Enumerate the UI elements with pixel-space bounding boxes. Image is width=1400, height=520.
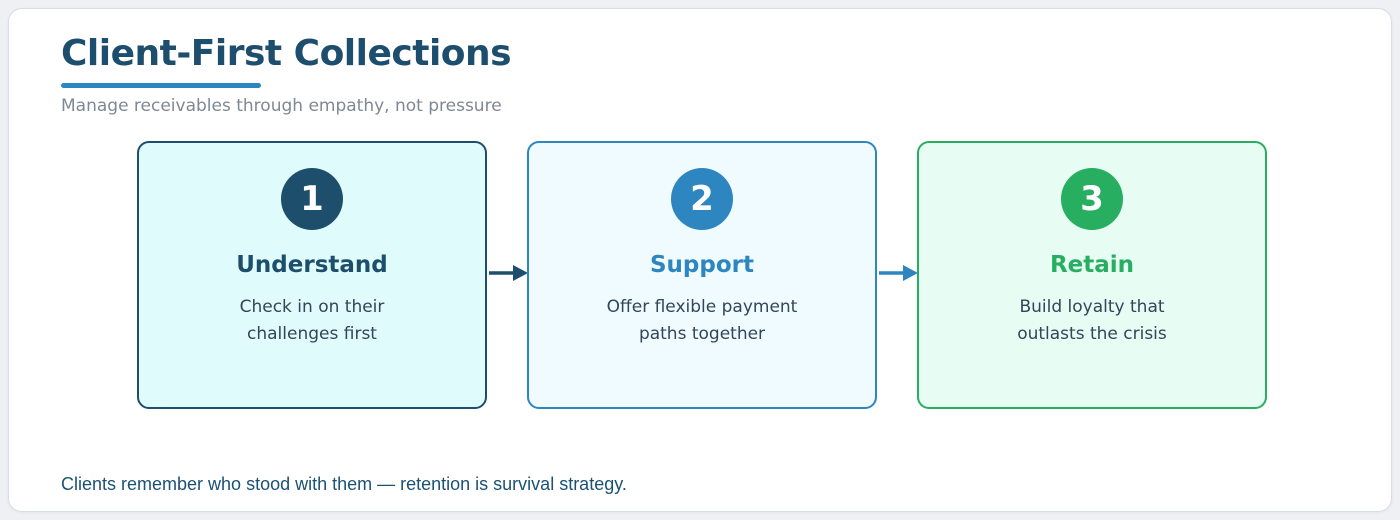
step-title: Understand bbox=[236, 252, 388, 278]
step-number: 1 bbox=[300, 179, 324, 219]
page-title: Client-First Collections bbox=[61, 33, 512, 74]
step-title: Support bbox=[649, 252, 754, 278]
page-subtitle: Manage receivables through empathy, not … bbox=[61, 96, 502, 116]
step-description-line1: Check in on their bbox=[239, 297, 385, 317]
step-description: Build loyalty that outlasts the crisis bbox=[919, 294, 1265, 348]
step-number-badge: 1 bbox=[281, 168, 343, 230]
title-underline bbox=[61, 83, 261, 88]
step-description: Check in on their challenges first bbox=[139, 294, 485, 348]
step-card-understand: 1 Understand Check in on their challenge… bbox=[137, 141, 487, 409]
step-number-badge: 3 bbox=[1061, 168, 1123, 230]
step-title: Retain bbox=[1049, 252, 1135, 278]
flow-arrow-icon bbox=[878, 259, 918, 287]
step-description: Offer flexible payment paths together bbox=[529, 294, 875, 348]
step-number: 3 bbox=[1080, 179, 1104, 219]
step-description-line2: paths together bbox=[638, 324, 766, 344]
flow-arrow-icon bbox=[488, 259, 528, 287]
step-number: 2 bbox=[690, 179, 714, 219]
step-card-support: 2 Support Offer flexible payment paths t… bbox=[527, 141, 877, 409]
footer-note: Clients remember who stood with them — r… bbox=[61, 474, 627, 494]
main-panel: Client-First Collections Manage receivab… bbox=[8, 8, 1392, 512]
step-description-line2: challenges first bbox=[247, 324, 377, 344]
step-description-line2: outlasts the crisis bbox=[1017, 324, 1167, 344]
step-number-badge: 2 bbox=[671, 168, 733, 230]
step-description-line1: Offer flexible payment bbox=[606, 297, 798, 317]
step-card-retain: 3 Retain Build loyalty that outlasts the… bbox=[917, 141, 1267, 409]
step-description-line1: Build loyalty that bbox=[1019, 297, 1165, 317]
